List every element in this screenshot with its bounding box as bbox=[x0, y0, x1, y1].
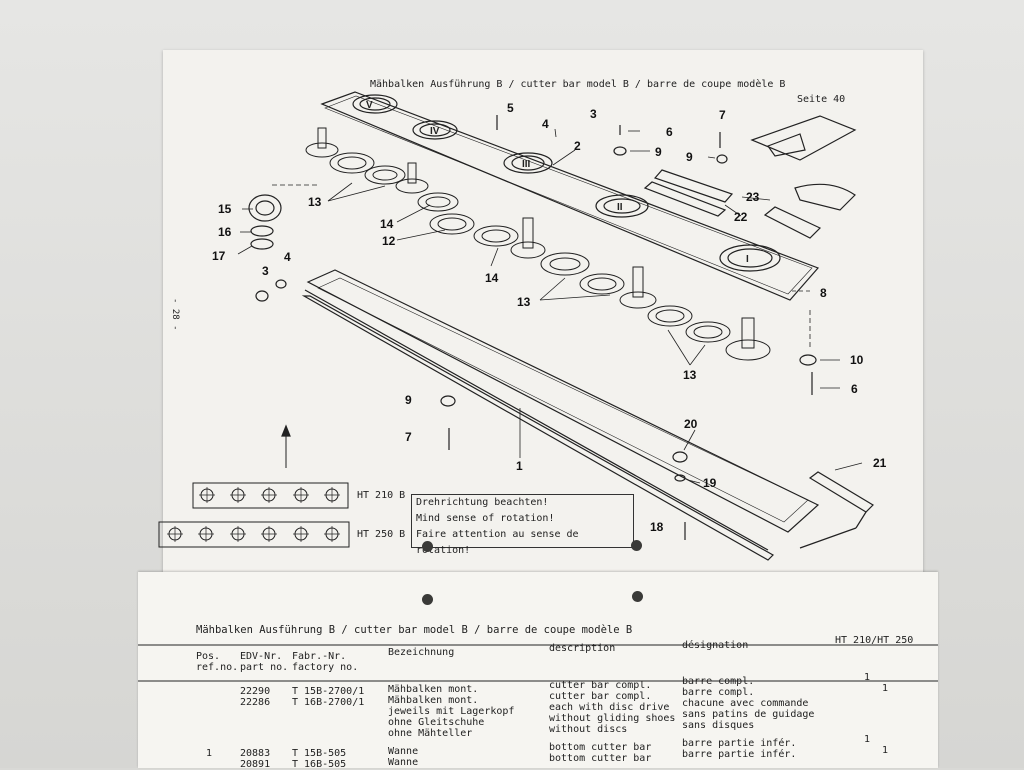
table-row-1-description: cutter bar compl. cutter bar compl. each… bbox=[549, 680, 676, 735]
callout-20: 20 bbox=[684, 417, 698, 431]
table-row-2-bezeichnung: Wanne Wanne bbox=[388, 746, 419, 768]
callout-13-left: 13 bbox=[308, 195, 322, 209]
callout-12: 12 bbox=[382, 234, 396, 248]
table-row-2-pos: 1 bbox=[206, 748, 213, 759]
table-row-2-qty-ht250: 1 bbox=[882, 745, 889, 756]
table-row-1-qty-ht210: 1 bbox=[864, 672, 871, 683]
callout-13-mid: 13 bbox=[517, 295, 531, 309]
header-edv: EDV-Nr. bbox=[240, 651, 283, 662]
table-row-2-edv: 20883 20891 bbox=[240, 748, 271, 770]
table-row-2-qty-ht210: 1 bbox=[864, 734, 871, 745]
callout-18: 18 bbox=[650, 520, 664, 534]
callout-1: 1 bbox=[516, 459, 523, 473]
svg-text:III: III bbox=[522, 159, 531, 170]
notice-de: Drehrichtung beachten! bbox=[416, 497, 549, 508]
callout-22: 22 bbox=[734, 210, 748, 224]
header-refno: ref.no. bbox=[196, 662, 239, 673]
header-pos: Pos. bbox=[196, 651, 221, 662]
callout-17: 17 bbox=[212, 249, 226, 263]
punch-hole bbox=[631, 540, 642, 551]
model-label-ht210: HT 210 B bbox=[357, 490, 406, 501]
header-factory: factory no. bbox=[292, 662, 359, 673]
callout-9-top: 9 bbox=[655, 145, 662, 159]
header-models: HT 210/HT 250 bbox=[835, 635, 914, 646]
rotation-notice: Drehrichtung beachten! Mind sense of rot… bbox=[411, 494, 634, 556]
table-title: Mähbalken Ausführung B / cutter bar mode… bbox=[196, 624, 633, 636]
callout-14-upper: 14 bbox=[380, 217, 394, 231]
table-row-1-fabr: T 15B-2700/1 T 16B-2700/1 bbox=[292, 686, 365, 708]
svg-text:I: I bbox=[746, 254, 749, 265]
table-row-1-designation: barre compl. barre compl. chacune avec c… bbox=[682, 676, 815, 731]
callout-4-left: 4 bbox=[284, 250, 291, 264]
callout-5: 5 bbox=[507, 101, 514, 115]
table-row-1-edv: 22290 22286 bbox=[240, 686, 271, 708]
callout-6-top: 6 bbox=[666, 125, 673, 139]
table-row-1-qty-ht250: 1 bbox=[882, 683, 889, 694]
callout-2: 2 bbox=[574, 139, 581, 153]
callout-21: 21 bbox=[873, 456, 887, 470]
punch-hole bbox=[422, 594, 433, 605]
callout-4-top: 4 bbox=[542, 117, 549, 131]
callout-7-bottom: 7 bbox=[405, 430, 412, 444]
svg-text:II: II bbox=[617, 202, 623, 213]
notice-fr: Faire attention au sense de rotation! bbox=[416, 529, 579, 556]
callout-23: 23 bbox=[746, 190, 760, 204]
table-row-2-designation: barre partie infér. barre partie infér. bbox=[682, 738, 797, 760]
callout-19: 19 bbox=[703, 476, 717, 490]
seite-ref: Seite 40 bbox=[797, 94, 846, 105]
callout-3-left: 3 bbox=[262, 264, 269, 278]
table-row-2-fabr: T 15B-505 T 16B-505 bbox=[292, 748, 347, 770]
callout-9-right: 9 bbox=[686, 150, 693, 164]
table-row-2-description: bottom cutter bar bottom cutter bar bbox=[549, 742, 652, 764]
notice-en: Mind sense of rotation! bbox=[416, 513, 555, 524]
diagram-page bbox=[163, 50, 923, 572]
callout-15: 15 bbox=[218, 202, 232, 216]
callout-10: 10 bbox=[850, 353, 864, 367]
table-row-1-bezeichnung: Mähbalken mont. Mähbalken mont. jeweils … bbox=[388, 684, 515, 739]
callout-7-top: 7 bbox=[719, 108, 726, 122]
punch-hole bbox=[422, 541, 433, 552]
callout-16: 16 bbox=[218, 225, 232, 239]
header-description: description bbox=[549, 643, 616, 654]
header-fabr: Fabr.-Nr. bbox=[292, 651, 347, 662]
svg-text:V: V bbox=[366, 100, 373, 111]
header-bezeichnung: Bezeichnung bbox=[388, 647, 455, 658]
parts-list-page bbox=[138, 572, 938, 768]
callout-8: 8 bbox=[820, 286, 827, 300]
svg-text:IV: IV bbox=[430, 126, 440, 137]
callout-9-bottom: 9 bbox=[405, 393, 412, 407]
callout-14-lower: 14 bbox=[485, 271, 499, 285]
callout-6-bottom: 6 bbox=[851, 382, 858, 396]
punch-hole bbox=[632, 591, 643, 602]
model-label-ht250: HT 250 B bbox=[357, 529, 406, 540]
callout-3-top: 3 bbox=[590, 107, 597, 121]
header-partno: part no. bbox=[240, 662, 289, 673]
diagram-title: Mähbalken Ausführung B / cutter bar mode… bbox=[370, 79, 786, 90]
callout-13-right: 13 bbox=[683, 368, 697, 382]
header-designation: désignation bbox=[682, 640, 749, 651]
